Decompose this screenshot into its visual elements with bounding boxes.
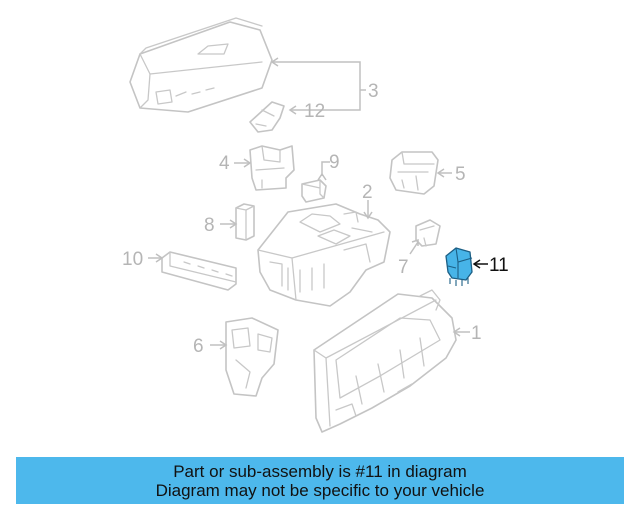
callout-4: 4 bbox=[219, 153, 230, 174]
part-6-bracket[interactable] bbox=[225, 317, 279, 397]
part-2-fuse-block[interactable] bbox=[257, 203, 391, 307]
parts-diagram: 3 12 4 9 5 2 8 10 7 11 6 1 bbox=[122, 17, 509, 433]
part-10-strip[interactable] bbox=[161, 251, 237, 291]
part-11-relay[interactable] bbox=[445, 247, 473, 286]
part-8-fuse[interactable] bbox=[235, 203, 255, 241]
callout-5: 5 bbox=[455, 164, 466, 185]
callout-lines bbox=[148, 57, 488, 350]
callout-3: 3 bbox=[368, 81, 379, 102]
callout-11[interactable]: 11 bbox=[489, 255, 509, 276]
part-9-fuse[interactable] bbox=[301, 179, 327, 203]
callout-7: 7 bbox=[398, 257, 409, 278]
part-3-cover[interactable] bbox=[129, 17, 273, 113]
callout-10: 10 bbox=[122, 249, 143, 270]
callout-2: 2 bbox=[362, 182, 373, 203]
part-7-terminal[interactable] bbox=[415, 219, 441, 247]
banner-line-1: Part or sub-assembly is #11 in diagram bbox=[173, 462, 467, 481]
info-banner: Part or sub-assembly is #11 in diagram D… bbox=[16, 457, 624, 504]
part-1-housing[interactable] bbox=[313, 289, 457, 433]
callout-6: 6 bbox=[193, 336, 204, 357]
callout-8: 8 bbox=[204, 215, 215, 236]
part-5-connector[interactable] bbox=[389, 151, 439, 195]
callout-1: 1 bbox=[471, 323, 482, 344]
banner-line-2: Diagram may not be specific to your vehi… bbox=[155, 481, 485, 500]
part-4-bracket[interactable] bbox=[249, 145, 295, 191]
callout-12: 12 bbox=[304, 101, 325, 122]
part-12-clip[interactable] bbox=[249, 101, 285, 133]
callout-9: 9 bbox=[329, 152, 340, 173]
